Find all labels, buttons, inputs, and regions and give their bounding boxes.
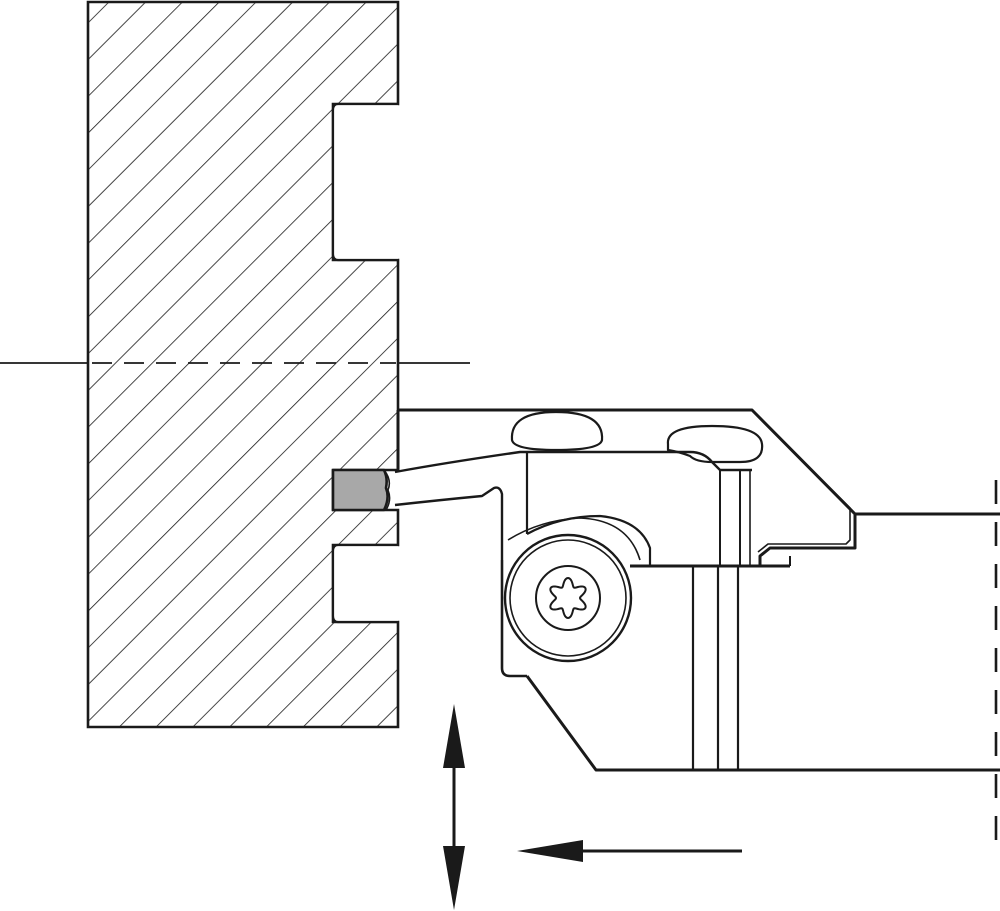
blade-upper-edge: [394, 450, 752, 474]
holder-top-outline: [396, 408, 857, 568]
screw-head-outer: [509, 539, 627, 657]
tool-holder: [394, 408, 1000, 772]
insert-body: [331, 468, 389, 512]
torx-drive-icon: [549, 576, 587, 620]
holder-chamfer-inner: [751, 409, 851, 553]
blade-lower-edge: [394, 486, 504, 560]
top-recess-left: [510, 410, 604, 452]
clamp-block-outline: [525, 452, 652, 566]
arrow-left-icon: [517, 840, 583, 862]
face-groove-lower: [331, 543, 398, 624]
arrow-up-icon: [443, 704, 465, 768]
screw-head-inner: [535, 565, 601, 631]
cutting-insert: [331, 468, 391, 512]
clamp-screw: [503, 533, 633, 663]
workpiece: [86, 0, 400, 729]
clamp-arc-inner: [507, 517, 641, 561]
holder-lower-chamfer: [525, 675, 1000, 772]
feed-arrow-axial: [443, 704, 465, 910]
arrow-down-icon: [443, 846, 465, 910]
screw-seat-circle: [503, 533, 633, 663]
feed-arrow-radial: [517, 840, 742, 862]
face-groove-upper: [331, 102, 398, 262]
top-recess-right: [666, 424, 764, 464]
holder-front-edge: [500, 560, 527, 678]
insert-break-edge: [383, 469, 391, 511]
